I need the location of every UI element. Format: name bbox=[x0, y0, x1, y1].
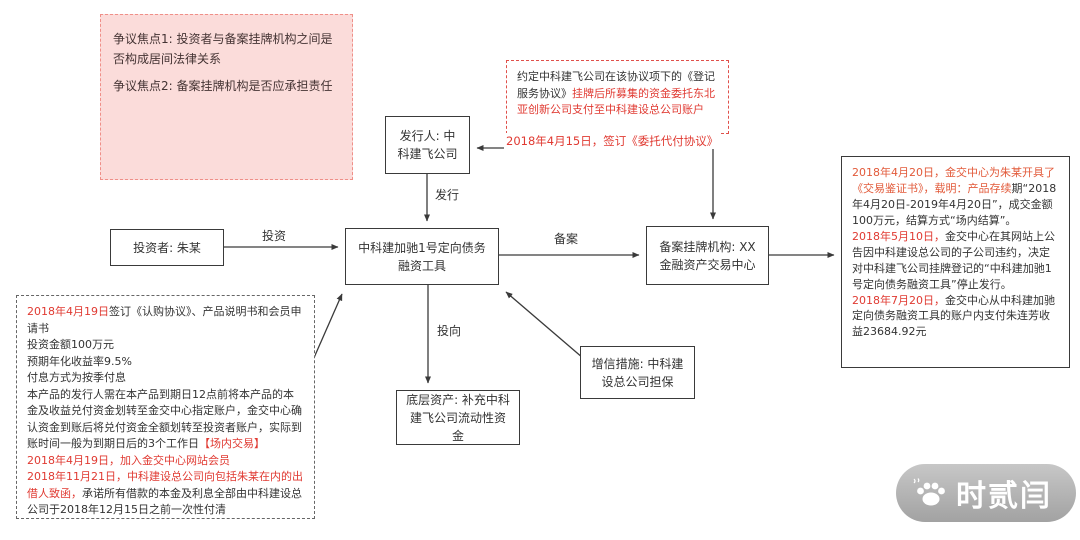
investor-label: 投资者: 朱某 bbox=[133, 240, 201, 255]
subscription-details-note: 2018年4月19日签订《认购协议》、产品说明书和会员申请书 投资金额100万元… bbox=[16, 295, 315, 519]
text-segment: 挂牌后所募集的资金委托东北亚创新公司支付至中科建设总公司账户 bbox=[517, 86, 715, 117]
credit-label: 增信措施: 中科建设总公司担保 bbox=[591, 356, 684, 389]
arrow-credit-to-product bbox=[505, 291, 584, 359]
delegation-agreement-note: 约定中科建飞公司在该协议项下的《登记服务协议》挂牌后所募集的资金委托东北亚创新公… bbox=[506, 60, 729, 134]
text-segment: 2018年4月19日，加入金交中心网站会员 bbox=[27, 453, 230, 467]
text-segment: 投资金额100万元 bbox=[27, 338, 114, 351]
product-label: 中科建加驰1号定向债务融资工具 bbox=[358, 240, 486, 273]
watermark-badge: 时贰闫 bbox=[896, 464, 1076, 522]
text-segment: 2018年5月10日， bbox=[852, 229, 945, 243]
underlying-label: 底层资产: 补充中科建飞公司流动性资金 bbox=[406, 392, 510, 443]
text-segment: 2018年7月20日， bbox=[852, 293, 945, 307]
text-segment: 2018年4月19日 bbox=[27, 305, 109, 318]
investor-box: 投资者: 朱某 bbox=[110, 229, 224, 266]
text-segment: 承诺所有借款的本金及利息全部由中科建设总公司于2018年12月15日之前一次性付… bbox=[27, 486, 302, 517]
paw-icon bbox=[913, 478, 945, 506]
dispute-item-2: 争议焦点2: 备案挂牌机构是否应承担责任 bbox=[113, 78, 333, 93]
text-segment: 金交中心在其网站上公告因中科建设总公司的子公司违约，决定对中科建飞公司挂牌登记的… bbox=[852, 229, 1055, 291]
dispute-item-1: 争议焦点1: 投资者与备案挂牌机构之间是否构成居间法律关系 bbox=[113, 32, 333, 67]
text-segment: 付息方式为按季付息 bbox=[27, 371, 126, 384]
text-segment: 本产品的发行人需在本产品到期日12点前将本产品的本金及收益兑付资金划转至金交中心… bbox=[27, 387, 302, 451]
issuer-box: 发行人: 中科建飞公司 bbox=[385, 116, 470, 174]
filing-label: 备案挂牌机构: XX金融资产交易中心 bbox=[659, 239, 756, 272]
text-segment: 约定中科建飞公司在该协议项下的《登记服务协议》 bbox=[517, 70, 715, 100]
credit-enhancement-box: 增信措施: 中科建设总公司担保 bbox=[580, 346, 695, 399]
underlying-asset-box: 底层资产: 补充中科建飞公司流动性资金 bbox=[396, 390, 520, 445]
text-segment: 期“2018年4月20日-2019年4月20日”，成交金额100万元，结算方式“… bbox=[852, 181, 1057, 227]
arrow-label-filing: 备案 bbox=[552, 230, 581, 247]
delegation-arrow-label: 2018年4月15日，签订《委托代付协议》 bbox=[504, 133, 721, 149]
product-box: 中科建加驰1号定向债务融资工具 bbox=[345, 228, 499, 285]
arrow-purchase-to-product bbox=[312, 293, 343, 361]
arrow-label-invest: 投资 bbox=[260, 227, 289, 244]
arrow-label-direction: 投向 bbox=[435, 322, 464, 339]
dispute-focus-note: 争议焦点1: 投资者与备案挂牌机构之间是否构成居间法律关系 争议焦点2: 备案挂… bbox=[100, 14, 353, 180]
watermark-text: 时贰闫 bbox=[956, 479, 1052, 514]
text-segment: 签订《认购协议》、产品说明书和会员申请书 bbox=[27, 305, 302, 335]
issuer-label: 发行人: 中科建飞公司 bbox=[397, 129, 458, 161]
text-segment: 2018年11月21日，中科建设总公司向包括朱某在内的出借人致函， bbox=[27, 470, 303, 500]
text-segment: 金交中心从中科建加驰定向债务融资工具的账户内支付朱连芳收益23684.92元 bbox=[852, 293, 1055, 339]
exchange-timeline-note: 2018年4月20日，金交中心为朱某开具了《交易鉴证书》，载明：产品存续期“20… bbox=[841, 156, 1070, 368]
text-segment: 预期年化收益率9.5% bbox=[27, 354, 132, 368]
text-segment: 【场内交易】 bbox=[199, 437, 265, 450]
filing-institution-box: 备案挂牌机构: XX金融资产交易中心 bbox=[646, 226, 769, 285]
arrow-label-issue: 发行 bbox=[433, 186, 462, 203]
text-segment: 2018年4月20日，金交中心为朱某开具了《交易鉴证书》，载明：产品存续 bbox=[852, 166, 1055, 195]
